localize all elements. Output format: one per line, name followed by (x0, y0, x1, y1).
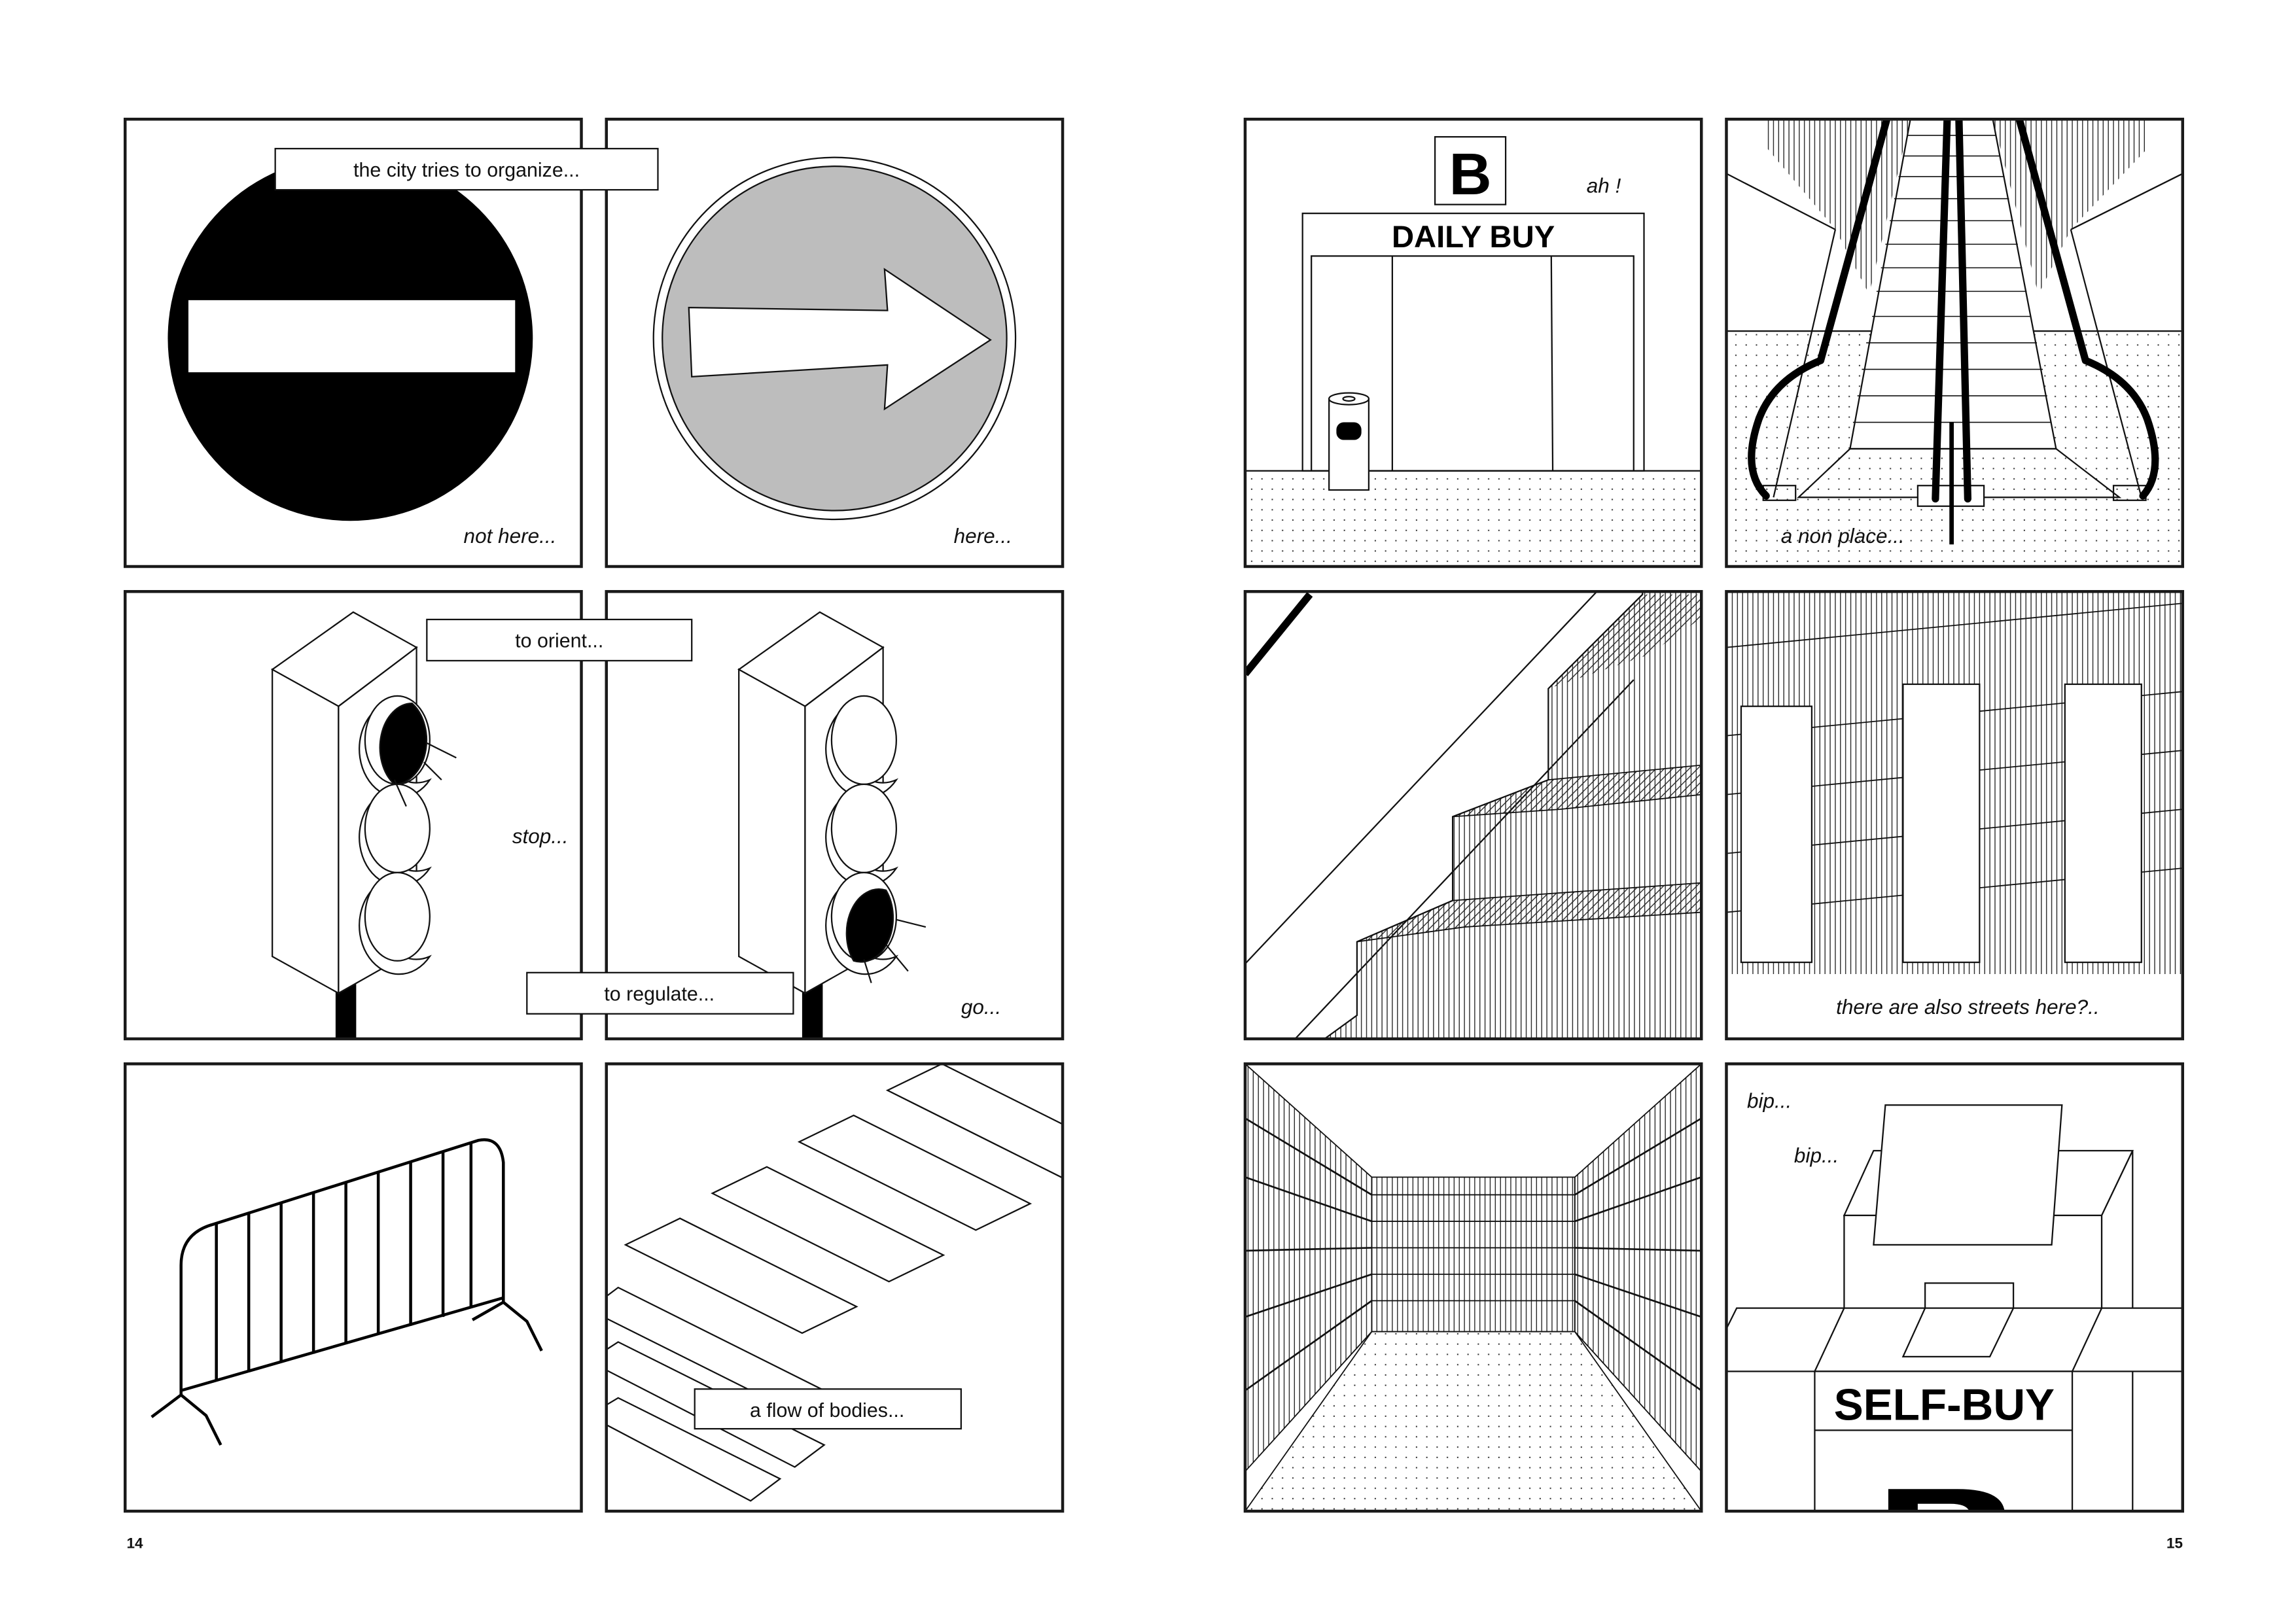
machine-sign-self-buy: SELF-BUY (1834, 1381, 2055, 1430)
panel-frame (605, 589, 1065, 1041)
card-slot (1924, 1282, 2015, 1309)
narration-here: here... (954, 524, 1012, 548)
self-checkout-machine: SELF-BUY (1726, 1104, 2183, 1512)
arrow-right-icon (688, 268, 992, 411)
panel-traffic-light-stop: stop... (271, 611, 569, 1039)
crowd-barrier (150, 1138, 543, 1446)
narration-non-place: a non place... (1781, 524, 1905, 548)
panel-frame (1725, 1062, 2185, 1513)
back-shelf (1371, 1176, 1576, 1333)
page-number-left: 14 (126, 1535, 143, 1551)
store-logo-sign (1434, 136, 1507, 205)
store-doors (1311, 255, 1634, 472)
page-number-right: 15 (2166, 1535, 2183, 1551)
store-logo-partial (1888, 1489, 2005, 1512)
panel-crosswalk (606, 1064, 1063, 1502)
traffic-light (737, 611, 927, 1039)
panel-frame (1243, 117, 1703, 568)
narration-not-here: not here... (464, 524, 557, 548)
escalator-steps (1852, 135, 2052, 423)
caption-flow-of-bodies: a flow of bodies... (750, 1400, 904, 1422)
panel-barrier (150, 1138, 543, 1446)
right-shelf (1574, 1064, 1702, 1473)
traffic-light (271, 611, 457, 1039)
panel-self-checkout: bip... bip... SELF-BUY (1726, 1089, 2183, 1512)
shelf-pillar (1740, 705, 1813, 964)
narration-stop: stop... (512, 824, 569, 848)
panel-frame (605, 1062, 1065, 1513)
panel-frame (1725, 589, 2185, 1041)
trash-bin (1328, 392, 1370, 491)
caption-box: a flow of bodies... (694, 1388, 962, 1430)
panel-no-entry: not here... (168, 156, 556, 548)
left-shelf (1245, 1064, 1373, 1473)
panel-frame (1243, 1062, 1703, 1513)
caption-regulate: to regulate... (604, 984, 715, 1005)
panel-frame (123, 117, 583, 568)
panel-stairs (1245, 591, 1702, 1039)
checkout-screen (1873, 1104, 2063, 1246)
caption-orient: to orient... (515, 631, 603, 652)
right-handrail (2015, 119, 2159, 500)
store-sign-daily-buy: DAILY BUY (1392, 220, 1555, 254)
panel-escalator: a non place... (1726, 119, 2183, 567)
panel-store-entrance: B ah ! DAILY BUY (1245, 136, 1702, 567)
panel-frame (605, 117, 1065, 568)
panel-frame (1243, 589, 1703, 1041)
shelf-pillar (2064, 683, 2142, 964)
panel-frame (123, 1062, 583, 1513)
stepped-shelves (1323, 591, 1702, 1039)
narration-go: go... (961, 995, 1001, 1019)
left-handrail (1748, 119, 1891, 500)
panel-traffic-light-go: go... (737, 611, 1001, 1039)
panel-frame (1725, 117, 2185, 568)
sound-bip-1: bip... (1747, 1089, 1792, 1113)
narration-streets: there are also streets here?.. (1836, 995, 2100, 1019)
caption-box: to regulate... (526, 971, 794, 1015)
panel-one-way: here... (652, 156, 1017, 548)
center-handrail (1932, 119, 1951, 503)
no-entry-bar (188, 300, 516, 373)
caption-box: the city tries to organize... (274, 148, 659, 191)
caption-box: to orient... (426, 618, 693, 662)
caption-organize: the city tries to organize... (353, 160, 580, 181)
shelf-pillar (1902, 683, 1981, 964)
panel-shelf-streets: there are also streets here?.. (1726, 591, 2183, 1039)
exclamation-ah: ah ! (1587, 174, 1621, 198)
dotted-floor (1245, 470, 1702, 567)
store-logo-letter: B (1449, 142, 1492, 207)
panel-frame (123, 589, 583, 1041)
crosswalk-stripes (606, 1064, 1063, 1502)
panel-aisle (1245, 1064, 1702, 1512)
sound-bip-2: bip... (1794, 1143, 1839, 1167)
